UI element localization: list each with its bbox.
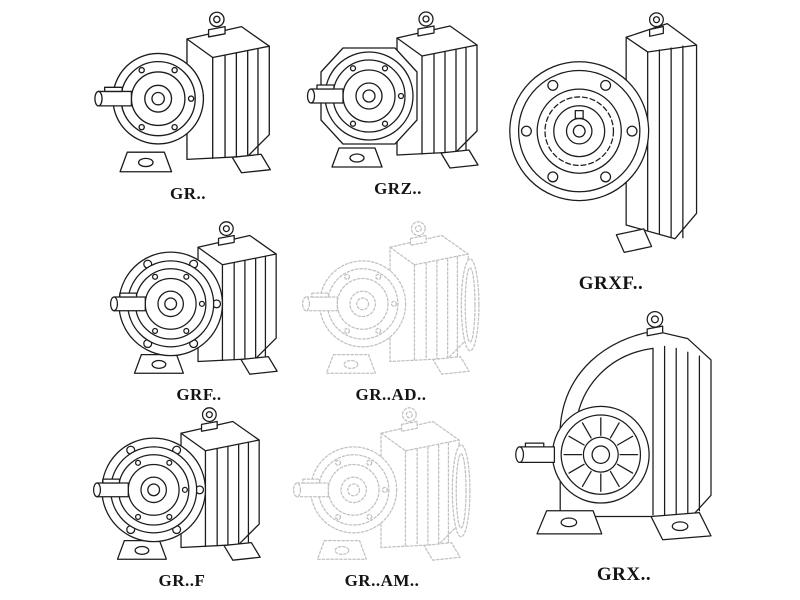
figure-label-grxf: GRXF..	[578, 273, 644, 294]
figure-label-gr: GR..	[170, 184, 206, 203]
gearbox-drawing-grz	[306, 11, 479, 169]
figure-label-grx: GRX..	[596, 564, 652, 585]
figure-grx: GRX..	[505, 300, 743, 586]
figure-grxf: GRXF..	[498, 6, 724, 295]
figure-gram: GR..AM..	[286, 400, 478, 591]
gearbox-drawing-grf	[109, 221, 278, 375]
figure-grf: GRF..	[103, 214, 295, 405]
figure-gr: GR..	[88, 4, 288, 204]
gearbox-drawing-grad	[301, 221, 480, 375]
figure-grz: GRZ..	[300, 4, 496, 199]
figure-grad: GR..AD..	[295, 214, 487, 405]
figure-grff: GR..F	[86, 400, 278, 591]
figure-label-grz: GRZ..	[374, 179, 422, 198]
gearbox-drawing-grxf	[509, 12, 698, 254]
figure-label-grf: GRF..	[176, 385, 222, 404]
gearbox-drawing-gr	[94, 11, 271, 174]
figure-label-gram: GR..AM..	[344, 571, 420, 590]
figure-label-grad: GR..AD..	[355, 385, 427, 404]
figure-label-grff: GR..F	[158, 571, 206, 590]
gearbox-drawing-grff	[92, 407, 261, 561]
gearbox-drawing-gram	[292, 407, 471, 561]
gearbox-drawing-grx	[515, 310, 712, 541]
